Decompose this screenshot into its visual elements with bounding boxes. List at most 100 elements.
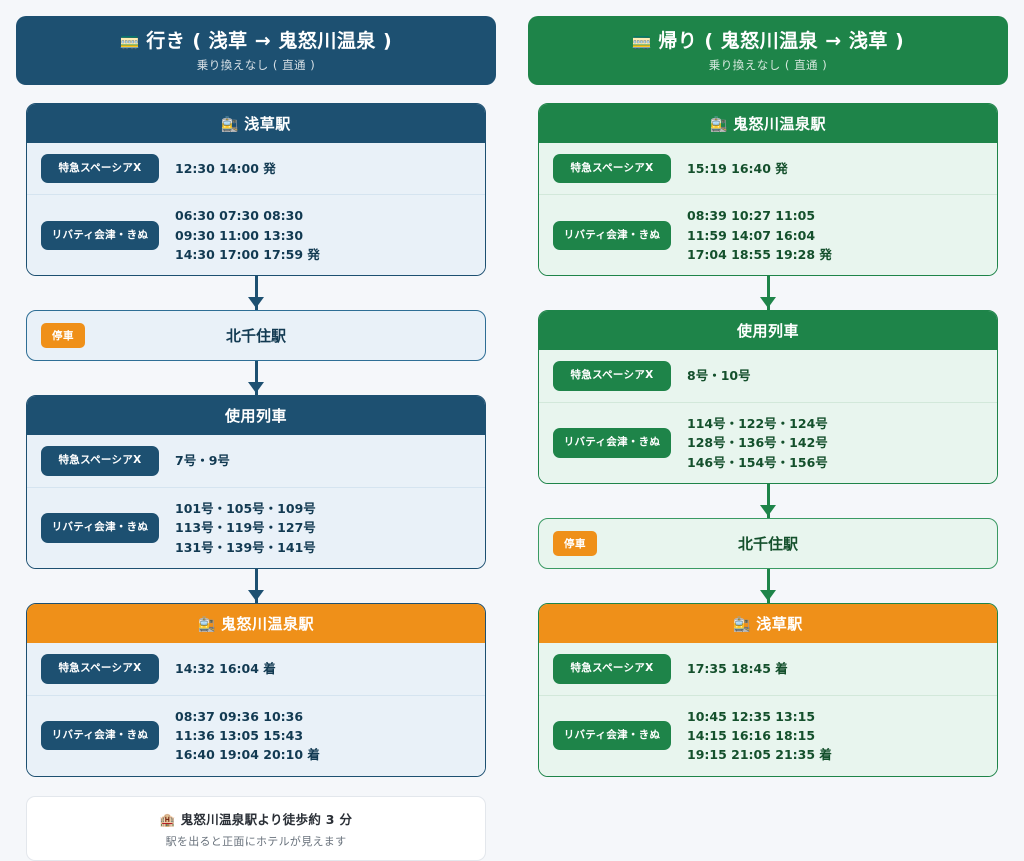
outbound-arrival-panel: 🚉鬼怒川温泉駅 特急スペーシアX 14:32 16:04 着 リバティ会津・きぬ… [26, 603, 486, 777]
departure-times: 15:19 16:40 発 [687, 159, 788, 178]
train-type-tag: 特急スペーシアX [41, 153, 159, 184]
inbound-arrival-body: 特急スペーシアX 17:35 18:45 着 リバティ会津・きぬ 10:45 1… [539, 643, 997, 776]
station-icon: 🚉 [198, 617, 216, 634]
inbound-stop-card: 停車 北千住駅 [538, 518, 998, 570]
arrival-times: 10:45 12:35 13:15 14:15 16:16 18:15 19:1… [687, 707, 832, 765]
inbound-departure-panel: 🚉鬼怒川温泉駅 特急スペーシアX 15:19 16:40 発 リバティ会津・きぬ… [538, 102, 998, 277]
time-line: 11:59 14:07 16:04 [687, 227, 816, 243]
inbound-departure-body: 特急スペーシアX 15:19 16:40 発 リバティ会津・きぬ 08:39 1… [539, 142, 997, 276]
walking-distance-note-title: 🏨鬼怒川温泉駅より徒歩約 3 分 [37, 809, 475, 828]
table-row: リバティ会津・きぬ 10:45 12:35 13:15 14:15 16:16 … [539, 694, 997, 776]
time-line: 06:30 07:30 08:30 [175, 208, 304, 224]
departure-times: 06:30 07:30 08:30 09:30 11:00 13:30 14:3… [175, 206, 320, 264]
time-line: 09:30 11:00 13:30 [175, 227, 304, 243]
train-type-tag: 特急スペーシアX [553, 153, 671, 184]
outbound-banner-title: 🚃 行き ( 浅草 → 鬼怒川温泉 ) [26, 29, 486, 54]
outbound-stop-station-name: 北千住駅 [225, 327, 286, 346]
time-line: 11:36 13:05 15:43 [175, 727, 304, 743]
train-type-tag: 特急スペーシアX [553, 361, 671, 391]
time-line: 12:30 14:00 発 [175, 160, 276, 176]
inbound-banner: 🚃 帰り ( 鬼怒川温泉 → 浅草 ) 乗り換えなし ( 直通 ) [528, 16, 1008, 85]
train-number-line: 131号・139号・141号 [175, 539, 316, 555]
time-line: 08:37 09:36 10:36 [175, 708, 304, 724]
table-row: 特急スペーシアX 7号・9号 [27, 435, 485, 487]
train-number-line: 7号・9号 [175, 453, 230, 469]
walking-distance-note-title-text: 鬼怒川温泉駅より徒歩約 3 分 [180, 811, 353, 827]
train-type-tag: リバティ会津・きぬ [41, 720, 159, 751]
inbound-departure-header: 🚉鬼怒川温泉駅 [539, 103, 997, 143]
train-number-line: 113号・119号・127号 [175, 520, 316, 536]
train-numbers: 114号・122号・124号 128号・136号・142号 146号・154号・… [687, 414, 828, 472]
train-type-tag: 特急スペーシアX [41, 654, 159, 684]
flow-arrow [26, 569, 486, 604]
outbound-departure-panel: 🚉浅草駅 特急スペーシアX 12:30 14:00 発 リバティ会津・きぬ 06… [26, 102, 486, 277]
station-icon: 🚉 [710, 116, 728, 133]
train-type-tag: 特急スペーシアX [553, 654, 671, 684]
table-row: リバティ会津・きぬ 114号・122号・124号 128号・136号・142号 … [539, 401, 997, 483]
inbound-trains-header: 使用列車 [539, 311, 997, 351]
arrival-times: 17:35 18:45 着 [687, 659, 788, 678]
inbound-arrival-station-name: 浅草駅 [756, 615, 803, 634]
time-line: 14:15 16:16 18:15 [687, 727, 816, 743]
departure-times: 12:30 14:00 発 [175, 159, 276, 178]
outbound-banner-title-text: 行き ( 浅草 → 鬼怒川温泉 ) [146, 30, 393, 52]
inbound-banner-subtitle: 乗り換えなし ( 直通 ) [708, 57, 828, 72]
table-row: 特急スペーシアX 17:35 18:45 着 [539, 643, 997, 695]
walking-distance-note: 🏨鬼怒川温泉駅より徒歩約 3 分 駅を出ると正面にホテルが見えます [26, 795, 486, 861]
train-type-tag: 特急スペーシアX [41, 446, 159, 476]
inbound-stop-station-name: 北千住駅 [737, 535, 798, 554]
departure-times: 08:39 10:27 11:05 11:59 14:07 16:04 17:0… [687, 206, 832, 264]
table-row: 特急スペーシアX 14:32 16:04 着 [27, 643, 485, 695]
inbound-banner-title-text: 帰り ( 鬼怒川温泉 → 浅草 ) [658, 30, 905, 52]
table-row: リバティ会津・きぬ 101号・105号・109号 113号・119号・127号 … [27, 486, 485, 568]
outbound-stop-card: 停車 北千住駅 [26, 310, 486, 362]
inbound-banner-title: 🚃 帰り ( 鬼怒川温泉 → 浅草 ) [538, 29, 998, 54]
tram-car-icon: 🚃 [631, 31, 653, 50]
timetable-page: 🚃行き ( 浅草 → 鬼怒川温泉 ) 乗り換えなし ( 直通 ) 🚉浅草駅 特急… [16, 16, 1008, 861]
time-line: 16:40 19:04 20:10 着 [175, 747, 320, 763]
table-row: 特急スペーシアX 8号・10号 [539, 350, 997, 402]
train-numbers: 7号・9号 [175, 451, 230, 470]
inbound-trains-body: 特急スペーシアX 8号・10号 リバティ会津・きぬ 114号・122号・124号… [539, 350, 997, 484]
station-icon: 🚉 [221, 116, 240, 133]
time-line: 19:15 21:05 21:35 着 [687, 747, 832, 763]
arrival-times: 08:37 09:36 10:36 11:36 13:05 15:43 16:4… [175, 707, 320, 765]
train-numbers: 8号・10号 [687, 366, 751, 385]
hotel-icon: 🏨 [159, 811, 176, 827]
walking-distance-note-subtitle: 駅を出ると正面にホテルが見えます [165, 834, 347, 848]
train-numbers: 101号・105号・109号 113号・119号・127号 131号・139号・… [175, 499, 316, 557]
station-icon: 🚉 [733, 617, 752, 634]
train-number-line: 8号・10号 [687, 368, 751, 384]
outbound-arrival-header: 🚉鬼怒川温泉駅 [27, 604, 485, 644]
outbound-departure-header: 🚉浅草駅 [27, 103, 485, 143]
outbound-arrival-station-name: 鬼怒川温泉駅 [220, 615, 314, 634]
outbound-trains-header: 使用列車 [27, 396, 485, 436]
time-line: 15:19 16:40 発 [687, 160, 788, 176]
outbound-spacer-top [26, 85, 486, 103]
outbound-departure-body: 特急スペーシアX 12:30 14:00 発 リバティ会津・きぬ 06:30 0… [27, 142, 485, 276]
time-line: 17:35 18:45 着 [687, 661, 788, 677]
outbound-column: 🚃行き ( 浅草 → 鬼怒川温泉 ) 乗り換えなし ( 直通 ) 🚉浅草駅 特急… [16, 16, 496, 861]
train-number-line: 146号・154号・156号 [687, 454, 828, 470]
outbound-trains-panel: 使用列車 特急スペーシアX 7号・9号 リバティ会津・きぬ 101号・105号・… [26, 395, 486, 570]
train-number-line: 128号・136号・142号 [687, 435, 828, 451]
train-number-line: 114号・122号・124号 [687, 415, 828, 431]
flow-arrow [538, 484, 998, 519]
table-row: リバティ会津・きぬ 08:39 10:27 11:05 11:59 14:07 … [539, 194, 997, 275]
train-type-tag: リバティ会津・きぬ [553, 220, 671, 251]
table-row: 特急スペーシアX 12:30 14:00 発 [27, 143, 485, 195]
inbound-column: 🚃帰り ( 鬼怒川温泉 → 浅草 ) 乗り換えなし ( 直通 ) 🚉鬼怒川温泉駅… [528, 16, 1008, 777]
outbound-arrival-body: 特急スペーシアX 14:32 16:04 着 リバティ会津・きぬ 08:37 0… [27, 643, 485, 776]
outbound-flow: 🚉浅草駅 特急スペーシアX 12:30 14:00 発 リバティ会津・きぬ 06… [16, 85, 496, 777]
inbound-departure-station-name: 鬼怒川温泉駅 [732, 114, 826, 133]
tram-car-icon: 🚃 [119, 31, 141, 50]
status-badge: 停車 [41, 323, 85, 349]
status-badge: 停車 [553, 531, 597, 557]
outbound-banner: 🚃行き ( 浅草 → 鬼怒川温泉 ) 乗り換えなし ( 直通 ) [16, 16, 496, 85]
flow-arrow [26, 361, 486, 396]
flow-arrow [538, 569, 998, 604]
train-type-tag: リバティ会津・きぬ [41, 220, 159, 251]
train-number-line: 101号・105号・109号 [175, 500, 316, 516]
time-line: 10:45 12:35 13:15 [687, 708, 816, 724]
train-type-tag: リバティ会津・きぬ [41, 513, 159, 543]
